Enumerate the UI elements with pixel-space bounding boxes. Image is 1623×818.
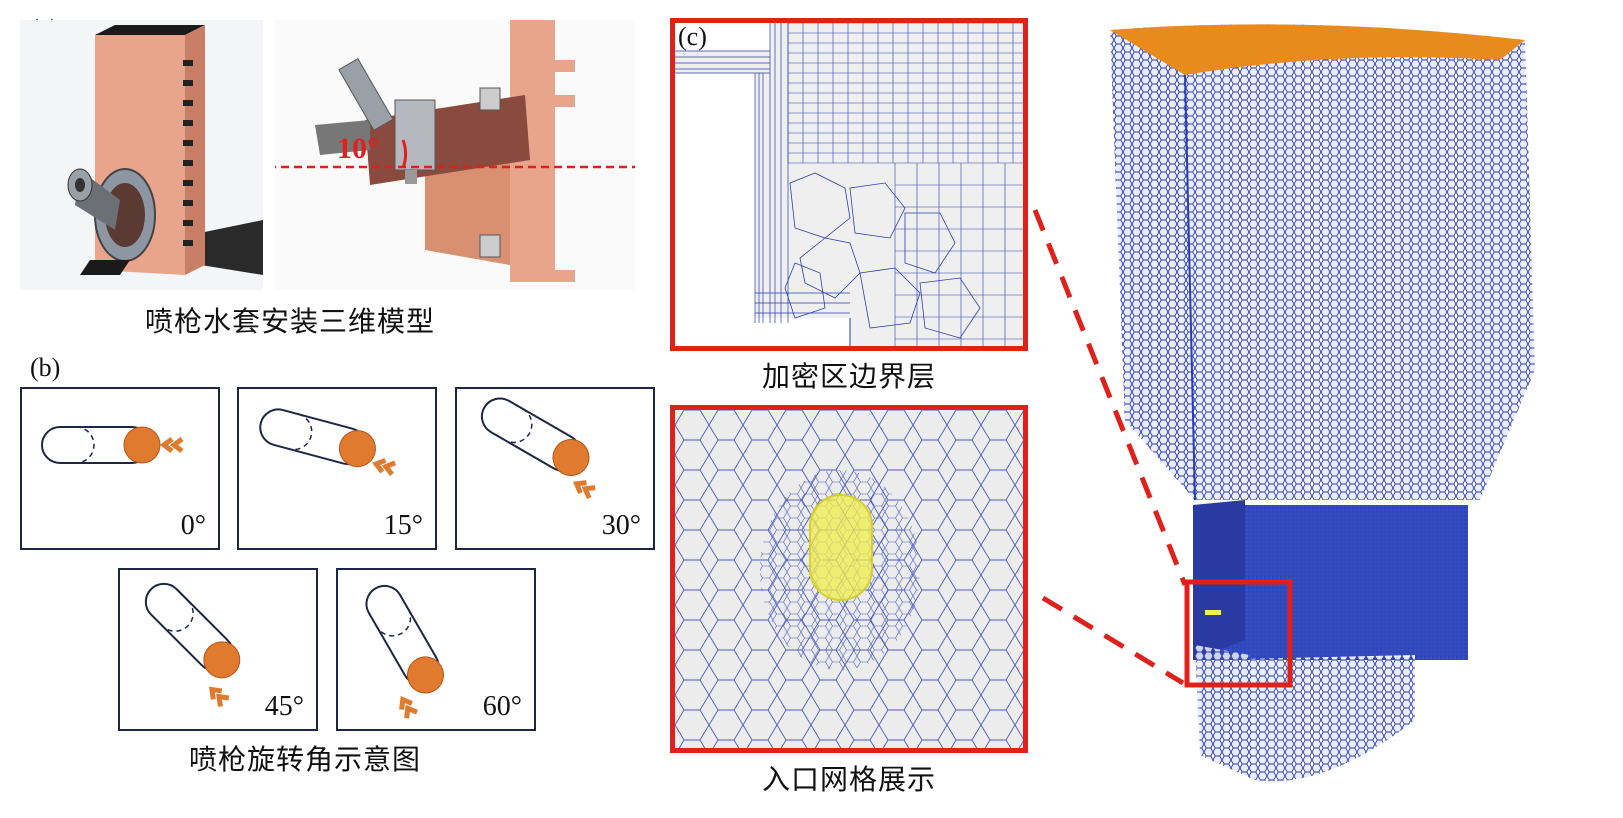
angle-label-15: 15° <box>383 510 423 541</box>
refinement-grid-lines <box>787 23 1023 346</box>
angle-label-0: 0° <box>180 510 206 541</box>
rotation-angle-box-15: 15° <box>237 387 437 550</box>
angle-label-45: 45° <box>264 691 304 722</box>
angle-label-30: 30° <box>601 510 641 541</box>
panel-c-label: (c) <box>678 22 707 51</box>
rotation-angle-box-30: 30° <box>455 387 655 550</box>
panel-c-caption-top: 加密区边界层 <box>761 360 936 393</box>
panel-b-label: (b) <box>30 353 61 382</box>
nozzle-cross-section: 10° <box>275 20 635 290</box>
furnace-mesh-model <box>1105 20 1620 810</box>
water-jacket-3d-model <box>20 20 263 290</box>
panel-a-caption: 喷枪水套安装三维模型 <box>144 305 435 338</box>
rotation-angle-box-60: 60° <box>336 568 536 731</box>
rotation-angle-box-0: 0° <box>20 387 220 550</box>
angle-label-60: 60° <box>482 691 522 722</box>
rotation-angle-box-45: 45° <box>118 568 318 731</box>
angle-annotation-10deg: 10° <box>337 132 379 165</box>
inlet-mesh-zoom <box>670 405 1028 753</box>
panel-c-caption-bottom: 入口网格展示 <box>761 763 936 796</box>
boundary-layer-mesh-zoom <box>670 18 1028 351</box>
panel-b-caption: 喷枪旋转角示意图 <box>188 743 421 776</box>
